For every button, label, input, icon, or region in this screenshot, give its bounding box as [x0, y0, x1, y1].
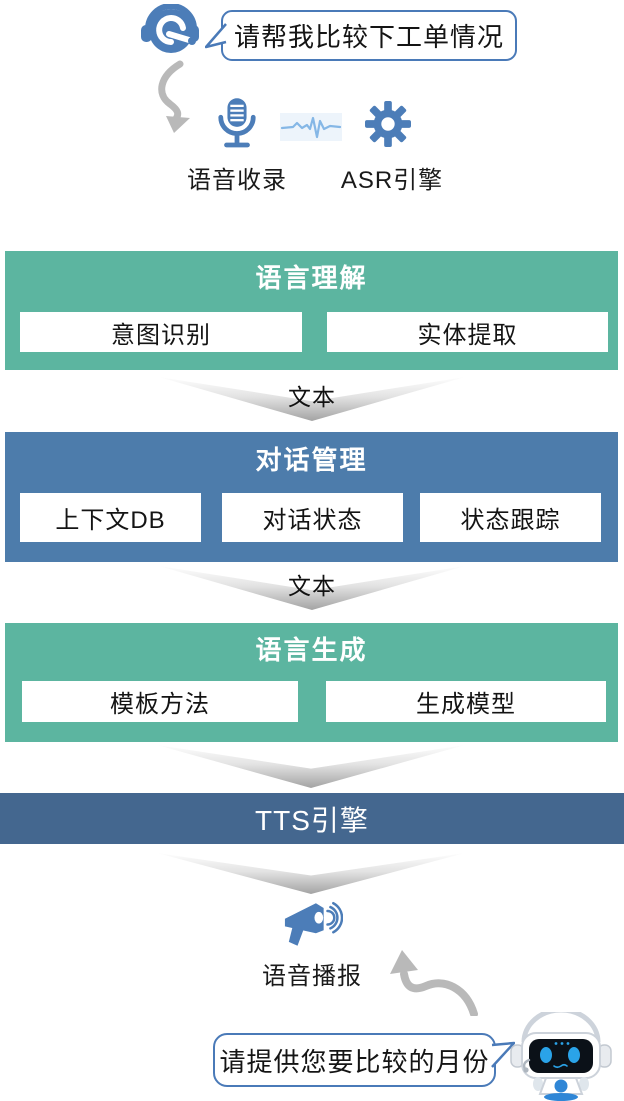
flow-arrow-nlg-to-tts: [157, 745, 465, 788]
dm-item-state-tracking: 状态跟踪: [420, 493, 601, 542]
bot-speech-bubble: 请提供您要比较的月份: [213, 1033, 515, 1087]
megaphone-icon: [284, 901, 343, 946]
waveform-icon: [280, 113, 342, 141]
dm-item-context-db: 上下文DB: [20, 493, 201, 542]
nlu-title: 语言理解: [255, 263, 368, 293]
curved-arrow-down-icon: [158, 60, 190, 133]
curved-arrow-up-icon: [390, 950, 478, 1016]
nlu-block: 语言理解 意图识别 实体提取: [5, 251, 618, 370]
gear-icon: [365, 101, 411, 147]
nlg-title: 语言生成: [255, 635, 368, 665]
nlu-item-intent: 意图识别: [20, 312, 302, 352]
tts-band: TTS引擎: [0, 793, 624, 844]
dm-title: 对话管理: [255, 445, 368, 475]
flow-arrow-dm-to-nlg: 文本: [159, 566, 465, 610]
nlg-item-generative: 生成模型: [326, 681, 606, 722]
dm-block: 对话管理 上下文DB 对话状态 状态跟踪: [5, 432, 618, 562]
nlg-block: 语言生成 模板方法 生成模型: [5, 623, 618, 742]
bubble-tail-left: [205, 23, 227, 49]
nlg-item-template: 模板方法: [22, 681, 298, 722]
asr-engine-label: ASR引擎: [340, 167, 444, 194]
robot-icon: [510, 1012, 612, 1101]
headset-icon: [141, 4, 199, 53]
nlu-item-entity: 实体提取: [327, 312, 608, 352]
flow-arrow-tts-to-output: [157, 853, 465, 894]
flow-arrow-nlu-to-dm: 文本: [159, 377, 465, 421]
voice-capture-label: 语音收录: [187, 167, 287, 194]
tts-title: TTS引擎: [255, 804, 369, 836]
user-speech-bubble: 请帮我比较下工单情况: [205, 10, 517, 61]
dm-item-dialog-state: 对话状态: [222, 493, 403, 542]
flow-label-text: 文本: [288, 573, 336, 599]
user-bubble-text: 请帮我比较下工单情况: [233, 22, 504, 52]
chevron-down-arrow: [157, 853, 465, 894]
chevron-down-arrow: [157, 745, 465, 788]
voice-output-label: 语音播报: [262, 963, 362, 990]
microphone-icon: [218, 98, 256, 148]
bot-bubble-text: 请提供您要比较的月份: [219, 1046, 490, 1077]
bubble-tail-right: [491, 1041, 515, 1068]
flow-label-text: 文本: [288, 384, 336, 410]
